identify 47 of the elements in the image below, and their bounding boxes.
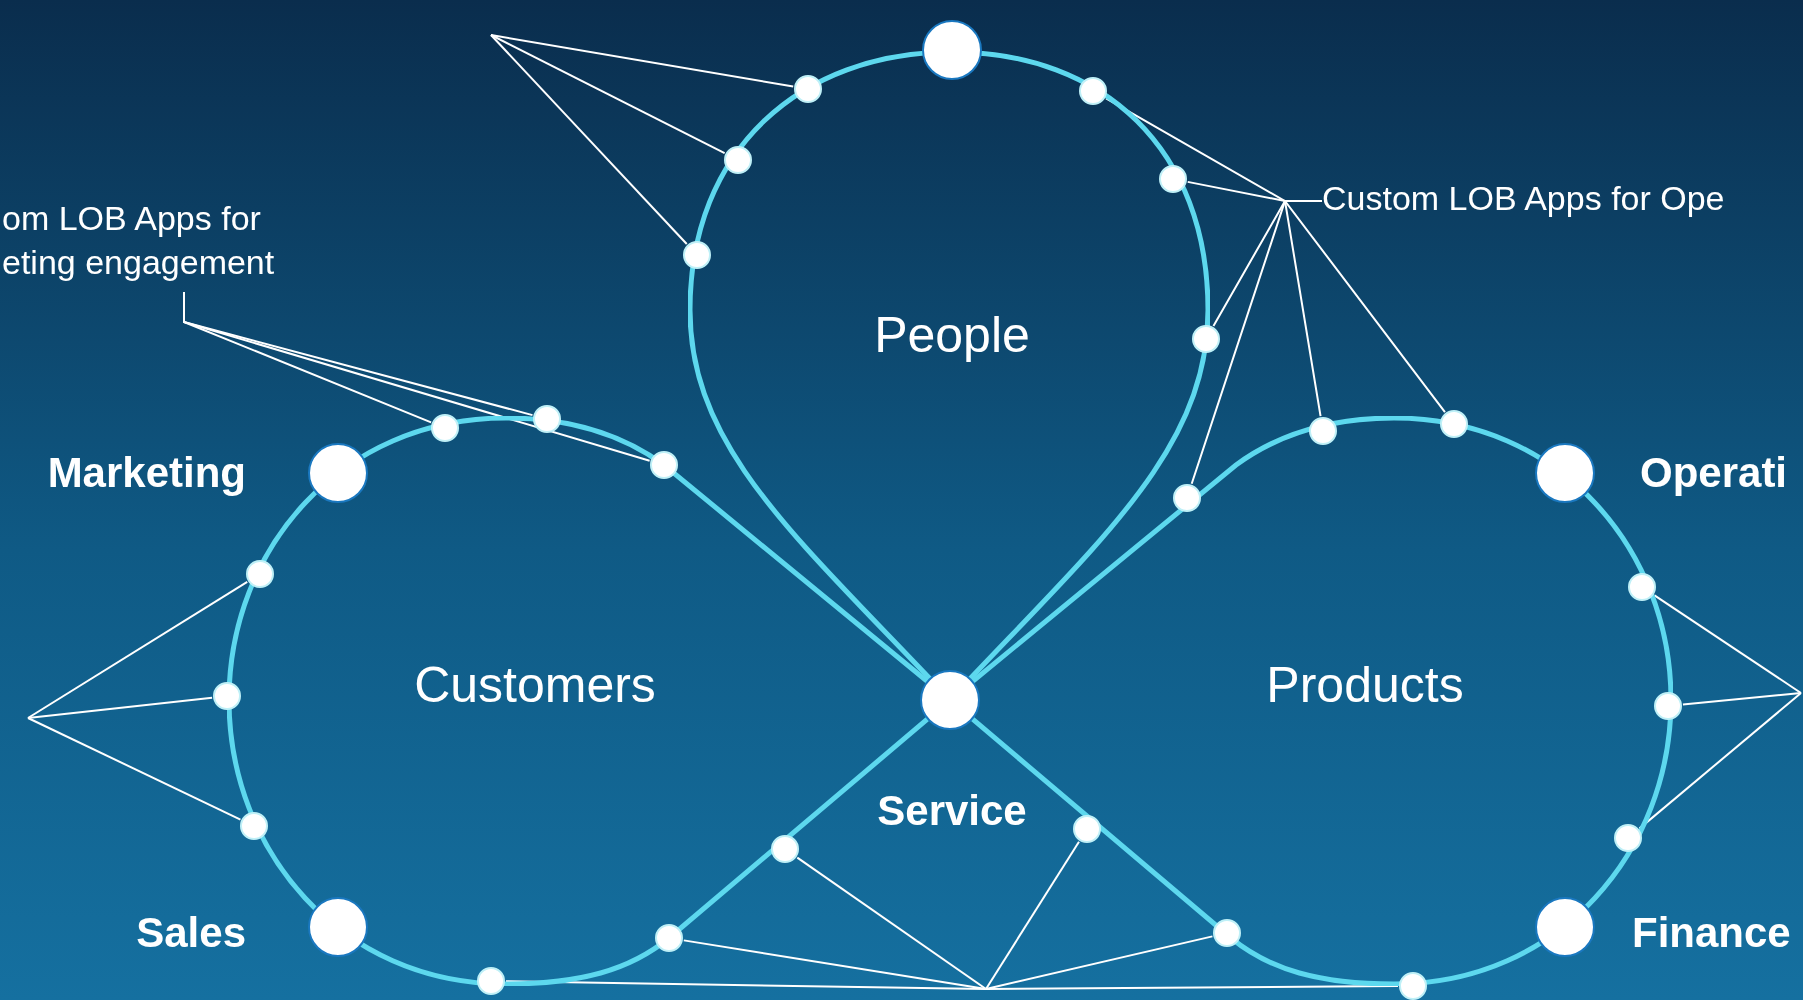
node-dot — [431, 414, 459, 442]
leader-line — [985, 840, 1080, 990]
category-label: Sales — [136, 910, 246, 957]
node-dot — [1440, 410, 1468, 438]
hub-circle — [922, 20, 982, 80]
node-dot — [240, 812, 268, 840]
callout-text: om LOB Apps for eting engagement — [2, 198, 276, 284]
node-dot — [683, 241, 711, 269]
leader-line — [183, 291, 651, 462]
loop-label: Products — [1266, 657, 1464, 713]
leader-line — [1283, 200, 1446, 414]
category-label: Finance — [1632, 910, 1791, 957]
category-label: Operati — [1640, 450, 1788, 497]
hub-circle — [308, 443, 368, 503]
loop-label: Customers — [414, 657, 656, 713]
leader-line — [490, 34, 795, 88]
leader-line — [1681, 692, 1802, 706]
category-label: Marketing — [47, 450, 246, 497]
leader-line — [1283, 200, 1323, 418]
node-dot — [655, 924, 683, 952]
callout-text: Custom LOB Apps for Ope — [1322, 178, 1726, 219]
node-dot — [1399, 972, 1427, 1000]
node-dot — [213, 682, 241, 710]
node-dot — [1192, 325, 1220, 353]
leader-line — [27, 717, 242, 821]
leader-line — [505, 980, 987, 990]
hub-circle — [1535, 443, 1595, 503]
hub-circle — [920, 670, 980, 730]
node-dot — [1654, 692, 1682, 720]
category-label: Service — [877, 788, 1027, 835]
leader-line — [27, 580, 249, 719]
leader-line — [1653, 594, 1802, 694]
leader-line — [490, 34, 688, 246]
node-dot — [477, 967, 505, 995]
node-dot — [771, 835, 799, 863]
leader-line — [27, 696, 214, 719]
node-dot — [533, 405, 561, 433]
leader-line — [490, 34, 726, 155]
hub-circle — [1535, 897, 1595, 957]
loop-label: People — [874, 307, 1030, 363]
node-dot — [1173, 484, 1201, 512]
leader-line — [1638, 692, 1802, 830]
node-dot — [1073, 815, 1101, 843]
leader-line — [985, 985, 1399, 990]
leader-line — [985, 935, 1214, 990]
node-dot — [650, 451, 678, 479]
leader-line — [796, 856, 987, 990]
